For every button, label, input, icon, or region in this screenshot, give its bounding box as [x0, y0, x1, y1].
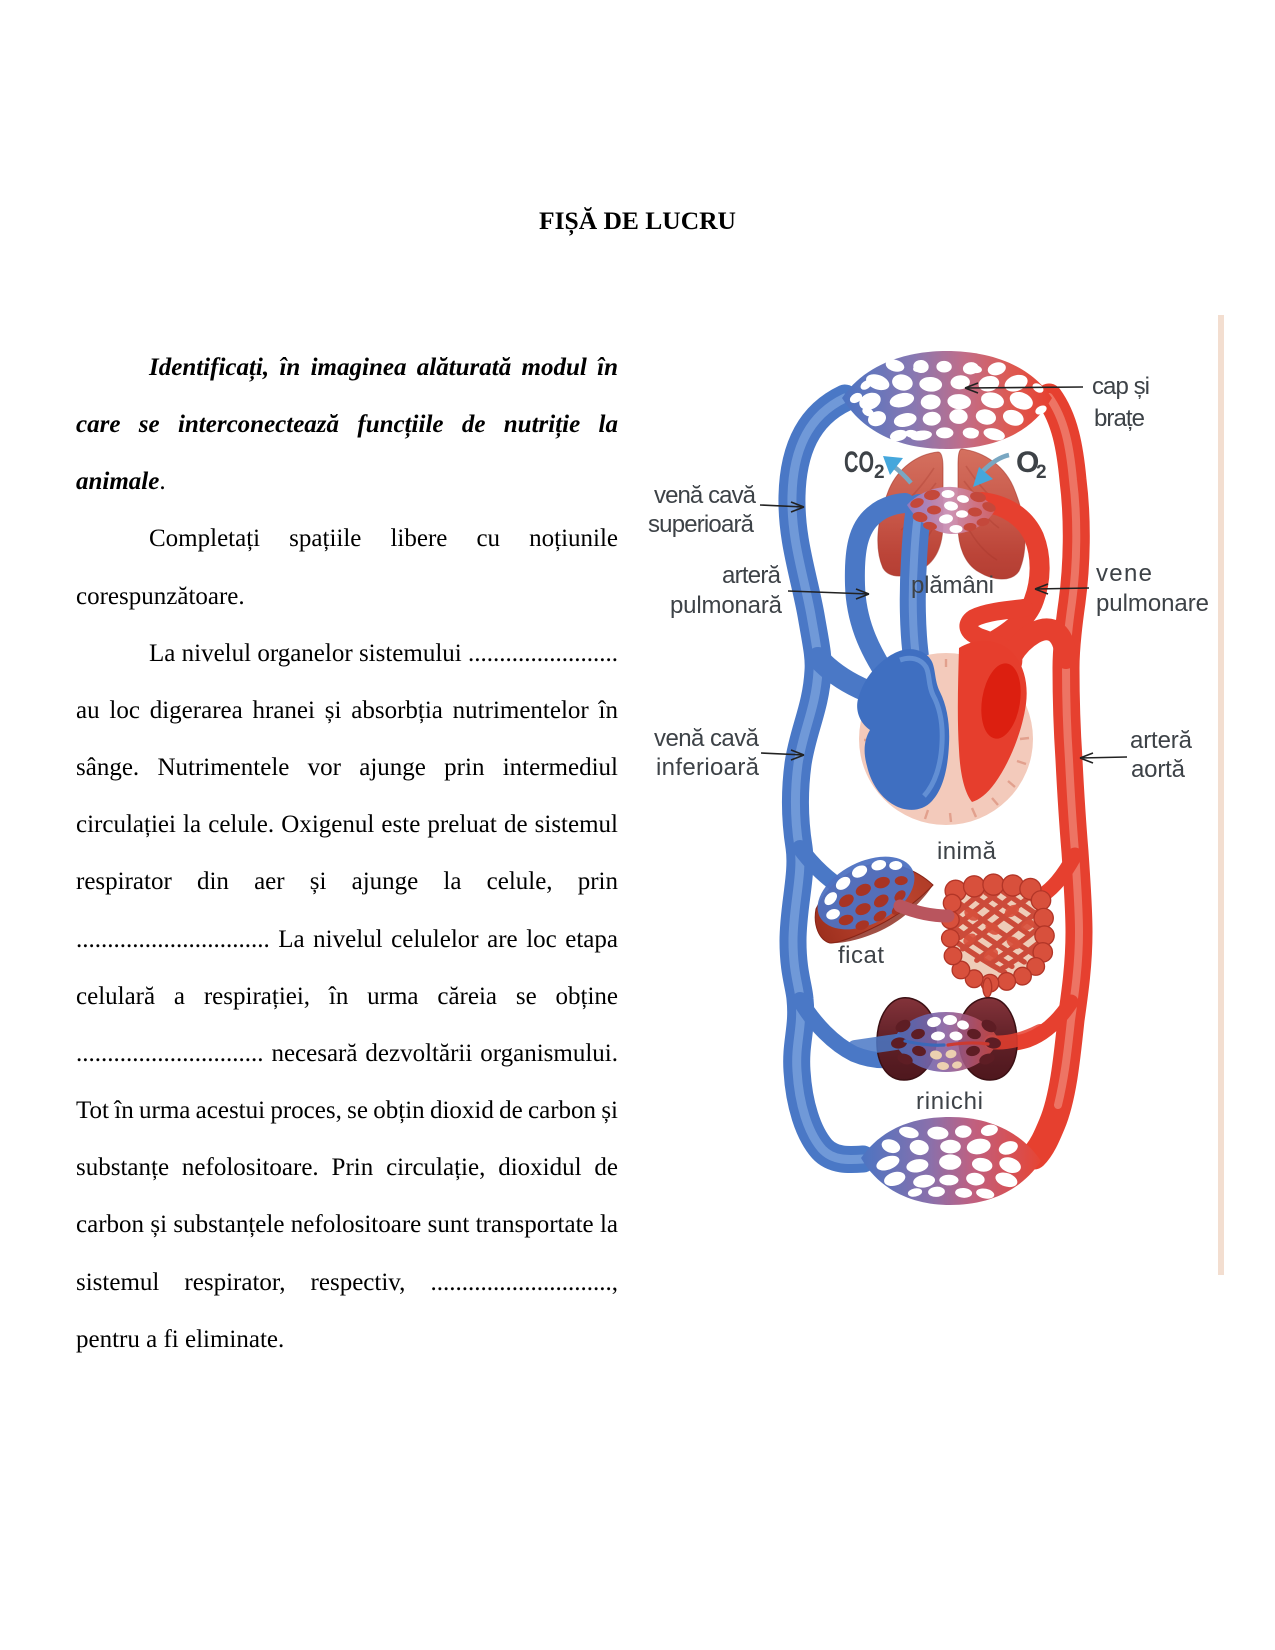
- svg-text:rinichi: rinichi: [916, 1088, 983, 1115]
- svg-text:arteră: arteră: [722, 562, 782, 589]
- svg-text:ficat: ficat: [838, 942, 884, 969]
- svg-text:plămâni: plămâni: [911, 572, 994, 599]
- svg-text:2: 2: [874, 462, 885, 483]
- svg-text:arteră: arteră: [1130, 727, 1193, 754]
- svg-text:venă cavă: venă cavă: [654, 482, 757, 509]
- svg-text:superioară: superioară: [648, 511, 755, 538]
- svg-text:inimă: inimă: [937, 838, 997, 865]
- svg-text:vene: vene: [1096, 560, 1152, 587]
- svg-text:pulmonară: pulmonară: [670, 592, 783, 619]
- svg-text:cap și: cap și: [1092, 373, 1150, 400]
- svg-text:2: 2: [1036, 462, 1047, 483]
- svg-text:pulmonare: pulmonare: [1096, 590, 1209, 617]
- svg-text:CO: CO: [844, 446, 874, 479]
- svg-text:aortă: aortă: [1131, 756, 1186, 783]
- svg-text:venă cavă: venă cavă: [654, 725, 760, 752]
- svg-text:inferioară: inferioară: [656, 754, 760, 781]
- svg-text:O: O: [1016, 446, 1039, 479]
- svg-text:brațe: brațe: [1094, 405, 1145, 432]
